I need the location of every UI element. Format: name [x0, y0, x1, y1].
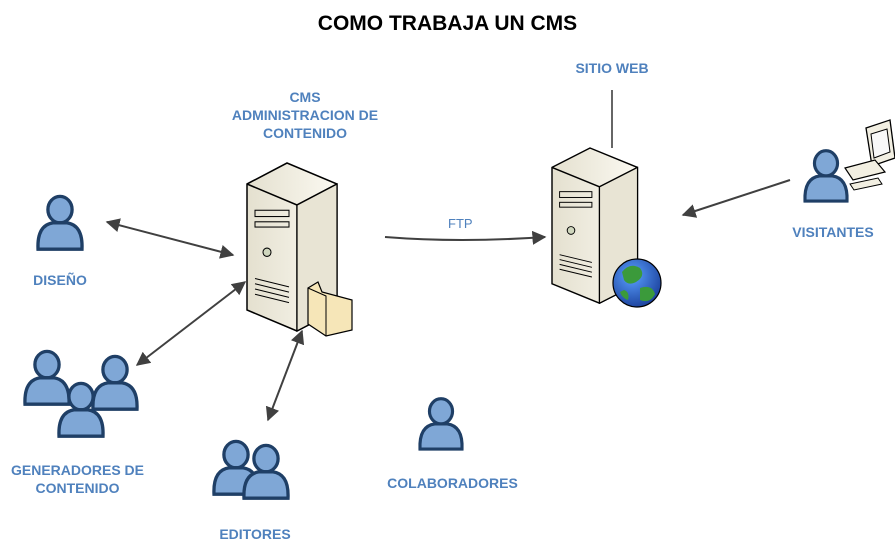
- arrow-generators-cms: [135, 281, 247, 366]
- diagram-title: COMO TRABAJA UN CMS: [317, 12, 578, 35]
- design-person-icon: [36, 194, 84, 251]
- ftp-label: FTP: [448, 216, 473, 231]
- visitors-label: VISITANTES: [792, 224, 874, 240]
- collaborators-person-icon: [418, 397, 464, 451]
- design-label: DISEÑO: [33, 272, 87, 288]
- generators-label-line1: GENERADORES DE: [10, 462, 145, 478]
- folder-icon: [307, 281, 353, 337]
- generators-label-line2: CONTENIDO: [35, 480, 120, 496]
- arrow-editors-cms: [265, 329, 305, 422]
- cms-label: CMS ADMINISTRACION DE CONTENIDO: [210, 88, 400, 142]
- globe-icon: [612, 258, 662, 308]
- arrow-visitors-site: [681, 179, 791, 218]
- cms-label-line1: CMS: [289, 89, 321, 105]
- site-label: SITIO WEB: [575, 60, 649, 76]
- visitor-person-icon: [803, 149, 849, 203]
- arrow-ftp: [384, 230, 547, 245]
- generators-label: GENERADORES DE CONTENIDO: [0, 461, 155, 497]
- arrow-design-cms: [105, 218, 235, 259]
- editors-label: EDITORES: [219, 526, 291, 542]
- generators-group-icon: [23, 349, 139, 438]
- cms-label-line3: CONTENIDO: [263, 125, 347, 141]
- cms-label-line2: ADMINISTRACION DE: [231, 107, 379, 123]
- computer-icon: [844, 119, 895, 191]
- collaborators-label: COLABORADORES: [387, 475, 518, 491]
- editors-group-icon: [212, 439, 290, 500]
